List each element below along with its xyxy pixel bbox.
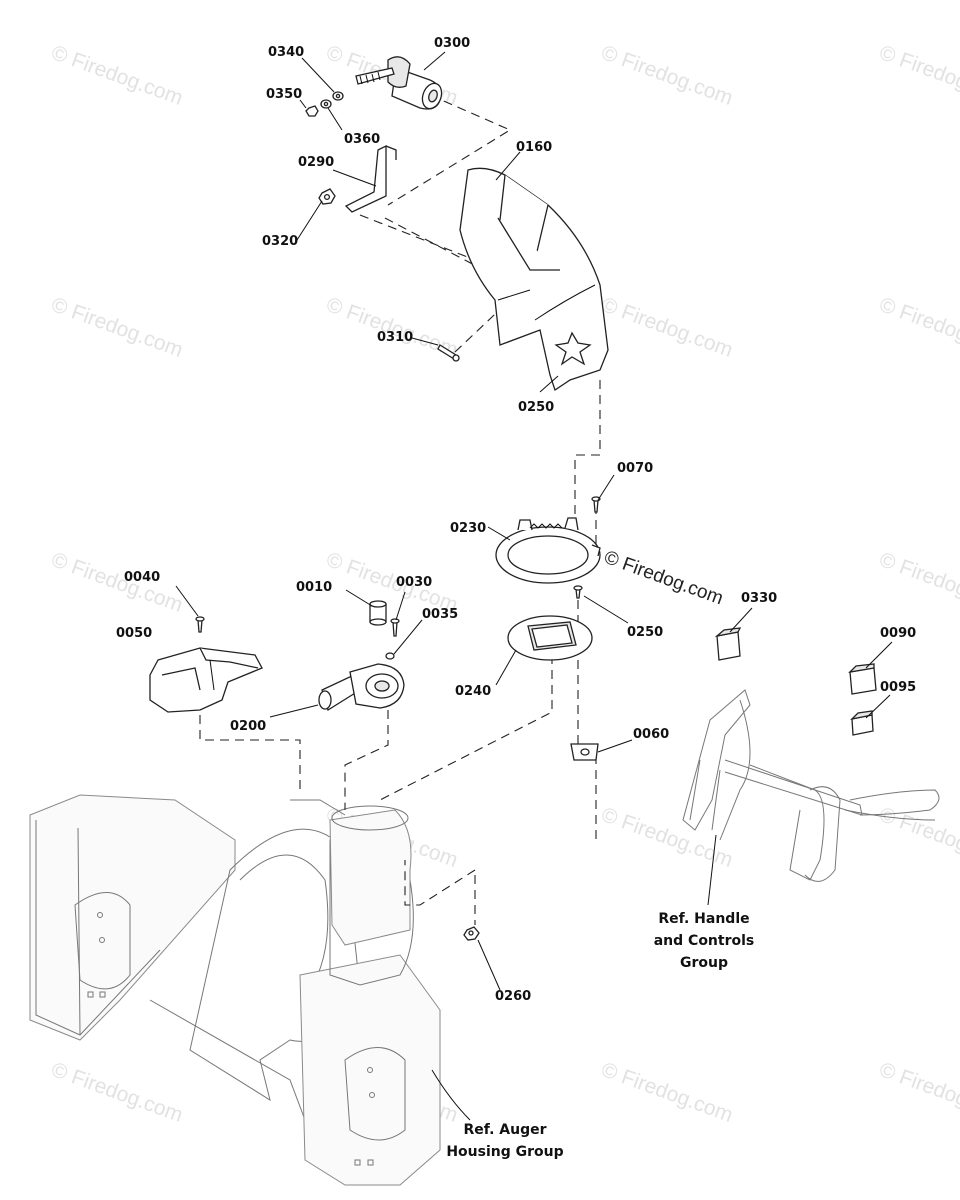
label-leaders [175, 51, 893, 1121]
part-0010-knob [369, 600, 387, 626]
part-label: 0070 [617, 461, 653, 476]
part-label: 0090 [880, 626, 916, 641]
part-0290-bracket [344, 144, 397, 213]
handle-controls-ref [682, 689, 940, 882]
part-0230-ring-gear [495, 517, 601, 584]
watermark-text: © Firedog.com [48, 41, 186, 110]
ref-handle-note: Ref. Handle and Controls Group [654, 911, 755, 971]
part-0330-switch [714, 627, 742, 661]
part-label: 0310 [377, 330, 413, 345]
part-label: 0060 [633, 727, 669, 742]
watermark-text: © Firedog.com [876, 41, 960, 110]
part-label: 0095 [880, 680, 916, 695]
part-label: 0200 [230, 719, 266, 734]
part-label: 0250 [627, 625, 663, 640]
watermark-text: © Firedog.com [876, 1058, 960, 1127]
part-label: 0050 [116, 626, 152, 641]
part-label: 0035 [422, 607, 458, 622]
part-0360-washer [320, 99, 332, 109]
part-0250-screw [573, 585, 583, 599]
part-0160-chute [459, 167, 609, 392]
part-0090-switch [848, 663, 877, 695]
watermark-text: © Firedog.com [876, 803, 960, 872]
watermark-center: © Firedog.com [601, 547, 726, 609]
part-label: 0250 [518, 400, 554, 415]
ref-handle-line: Group [680, 955, 728, 971]
part-label: 0330 [741, 591, 777, 606]
auger-housing-ref [29, 794, 441, 1186]
part-0030-screw [390, 618, 400, 637]
ref-auger-note: Ref. Auger Housing Group [446, 1122, 563, 1160]
part-0060-clip [570, 743, 599, 761]
watermark-text: © Firedog.com [48, 293, 186, 362]
part-label: 0230 [450, 521, 486, 536]
ref-handle-line: Ref. Handle [658, 911, 749, 927]
part-0310-screw [437, 344, 460, 362]
ref-auger-line: Ref. Auger [463, 1122, 546, 1138]
part-0035-washer [385, 652, 395, 660]
watermark-text: © Firedog.com [876, 548, 960, 617]
part-label: 0340 [268, 45, 304, 60]
part-label: 0300 [434, 36, 470, 51]
watermark-text: © Firedog.com [323, 293, 461, 362]
part-label: 0260 [495, 989, 531, 1004]
watermark-text: © Firedog.com [598, 293, 736, 362]
watermark-text: © Firedog.com [48, 548, 186, 617]
part-0340-washer [332, 91, 344, 101]
watermark-text: © Firedog.com [876, 293, 960, 362]
part-label: 0350 [266, 87, 302, 102]
watermark-text: © Firedog.com [598, 41, 736, 110]
part-label: 0030 [396, 575, 432, 590]
part-0260-nut [463, 926, 480, 941]
watermark-text: © Firedog.com [48, 1058, 186, 1127]
part-label: 0290 [298, 155, 334, 170]
part-label: 0160 [516, 140, 552, 155]
watermark-text: © Firedog.com [598, 1058, 736, 1127]
part-0040-screw [195, 616, 205, 633]
part-0240-plate [507, 615, 593, 661]
part-0320-nut [318, 188, 336, 205]
part-label: 0360 [344, 132, 380, 147]
part-0200-gearmotor [318, 663, 405, 712]
part-0095-switch [850, 710, 874, 736]
part-label: 0240 [455, 684, 491, 699]
part-label: 0320 [262, 234, 298, 249]
part-0300-motor [355, 56, 443, 110]
part-0350-nut [305, 105, 319, 117]
part-label: 0040 [124, 570, 160, 585]
part-0050-cover [149, 647, 263, 713]
part-labels: 0340 0300 0350 0360 0160 0290 0320 0310 … [116, 36, 916, 1004]
ref-auger-line: Housing Group [446, 1144, 563, 1160]
ref-handle-line: and Controls [654, 933, 755, 949]
part-label: 0010 [296, 580, 332, 595]
